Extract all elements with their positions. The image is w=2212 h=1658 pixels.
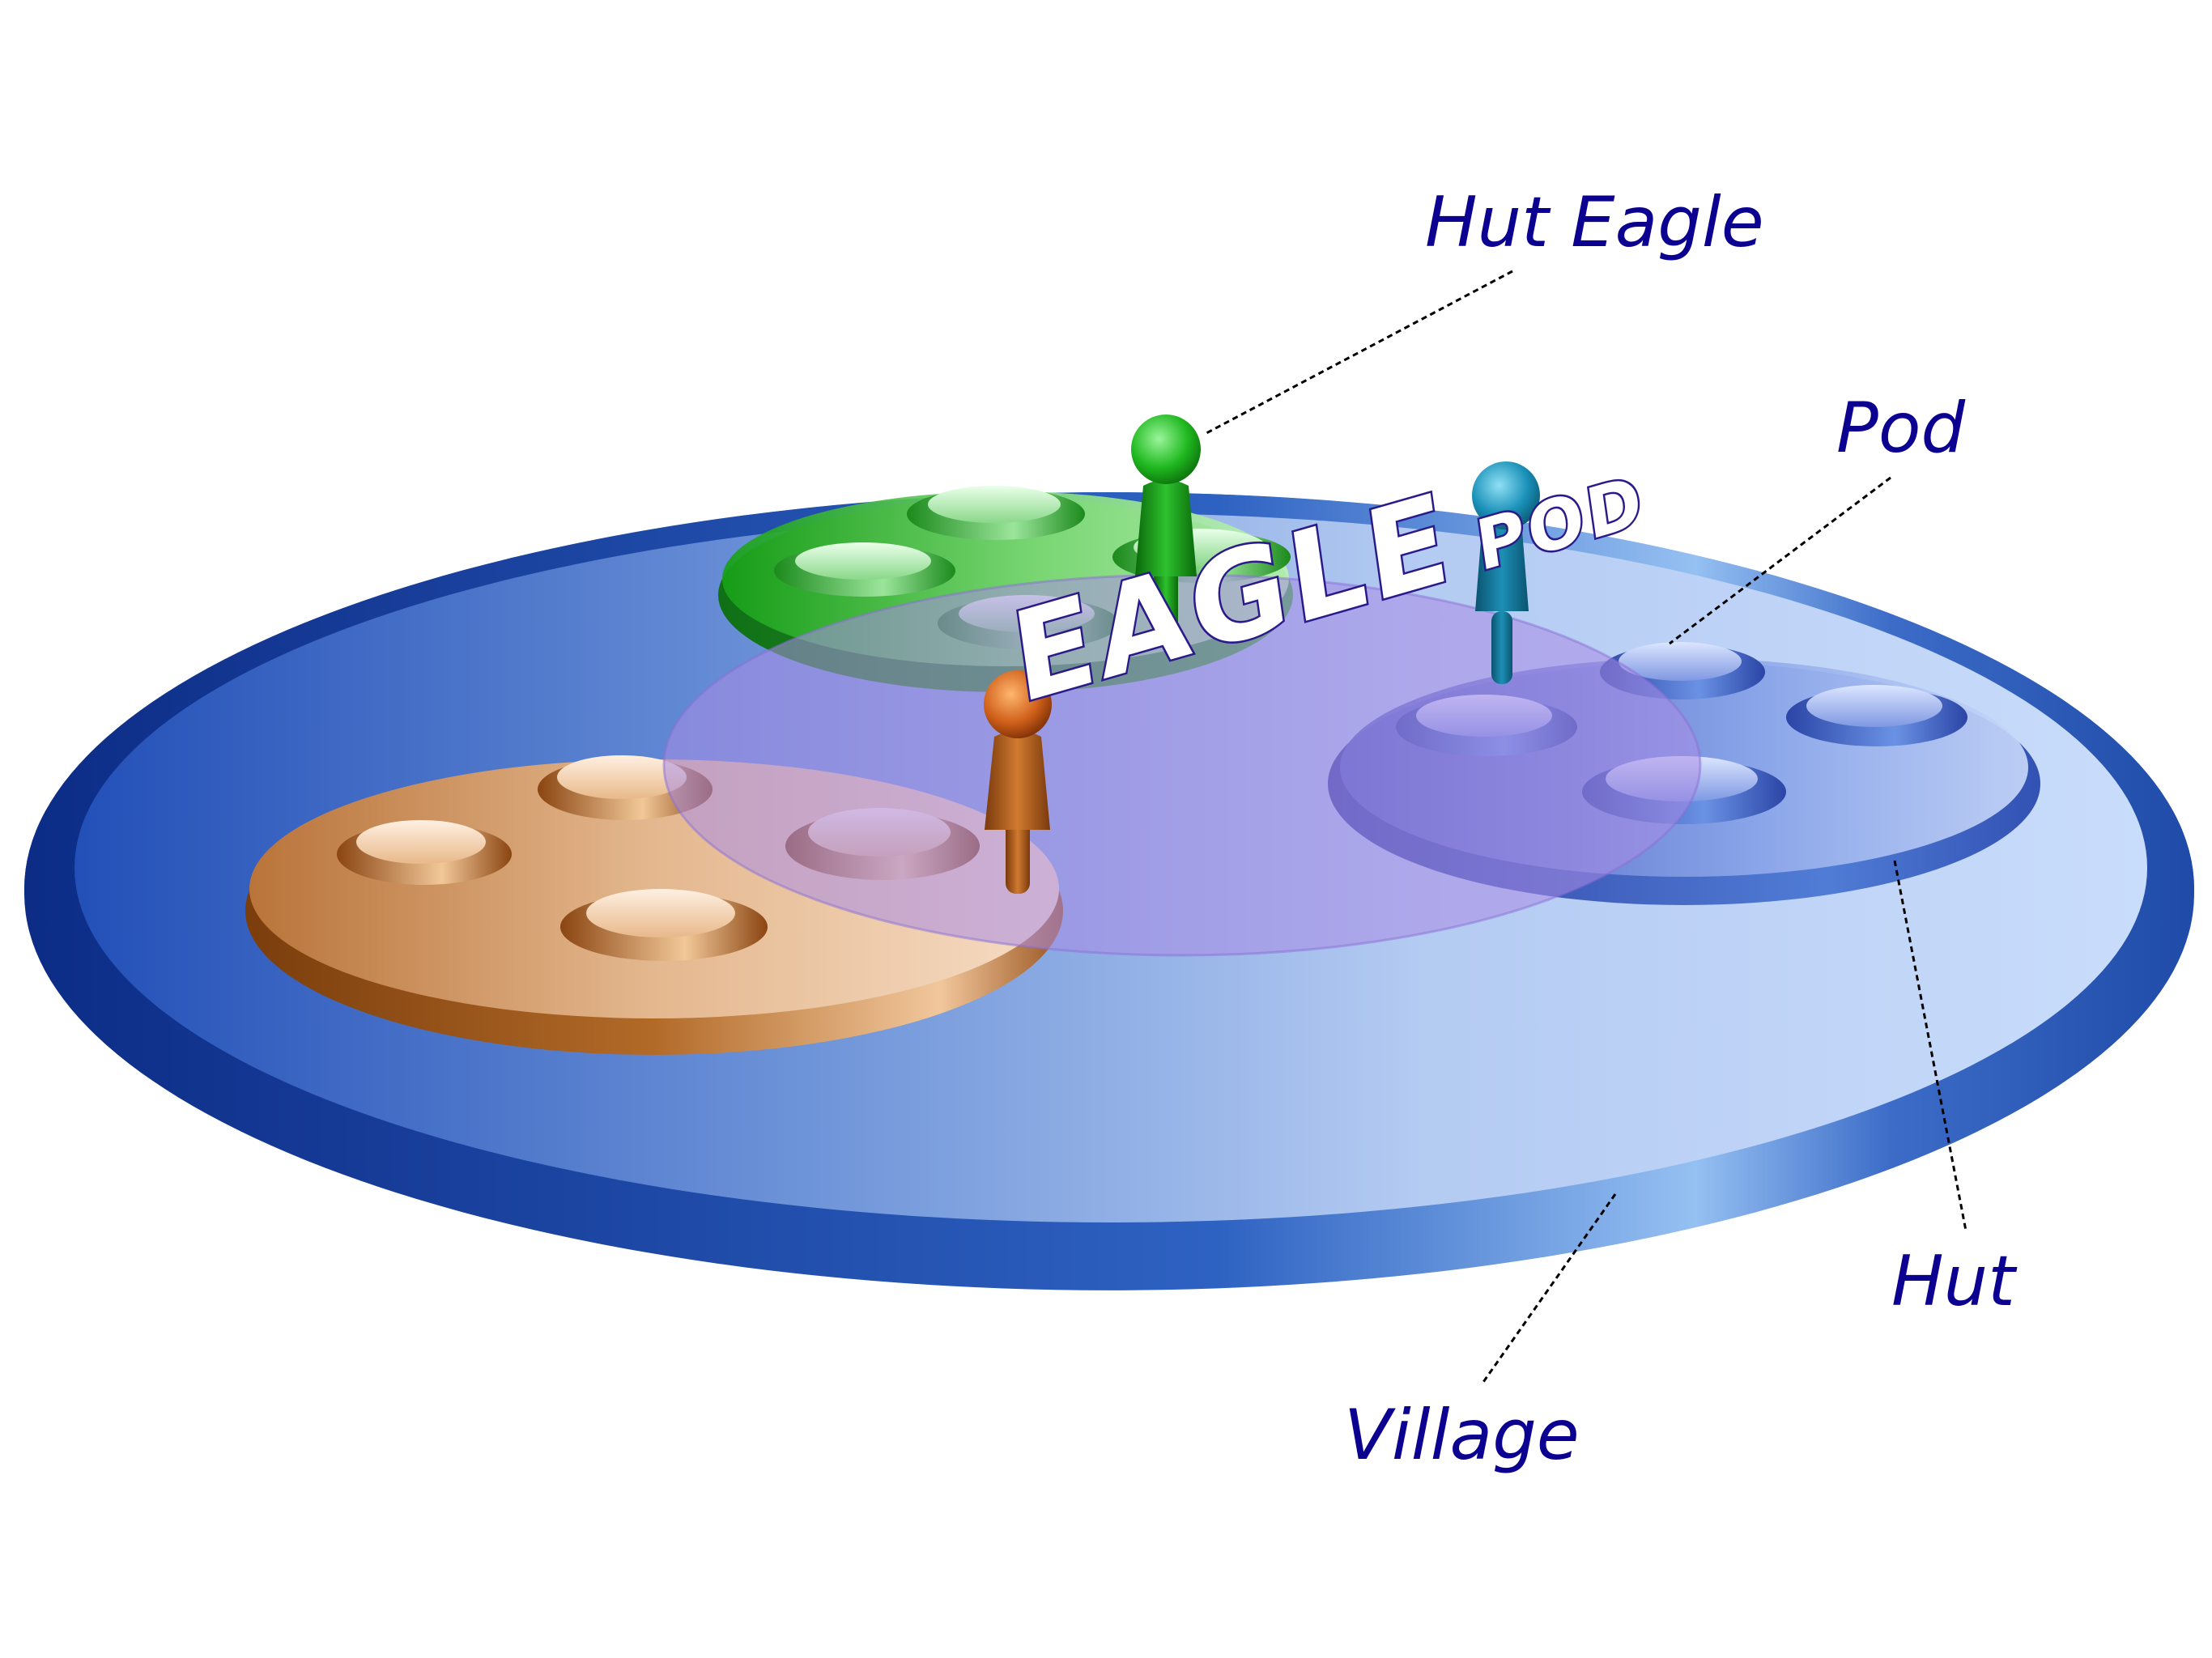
leader-lines	[1206, 270, 1967, 1385]
seat-orange-4	[560, 889, 768, 961]
label-hut-eagle: Hut Eagle	[1425, 182, 1764, 263]
seat-orange-2	[337, 820, 512, 885]
person-teal	[1472, 461, 1540, 684]
leader-hut-eagle	[1206, 270, 1513, 435]
leader-pod	[1669, 476, 1891, 645]
seat-green-1	[907, 486, 1085, 540]
label-pod: Pod	[1836, 388, 1966, 469]
label-hut: Hut	[1891, 1241, 2015, 1322]
leader-hut	[1893, 860, 1967, 1231]
seat-blue-3	[1786, 685, 1967, 746]
seat-green-2	[774, 542, 955, 597]
person-green-hut-eagle	[1131, 414, 1201, 644]
label-village: Village	[1344, 1395, 1580, 1476]
person-orange	[984, 670, 1052, 894]
